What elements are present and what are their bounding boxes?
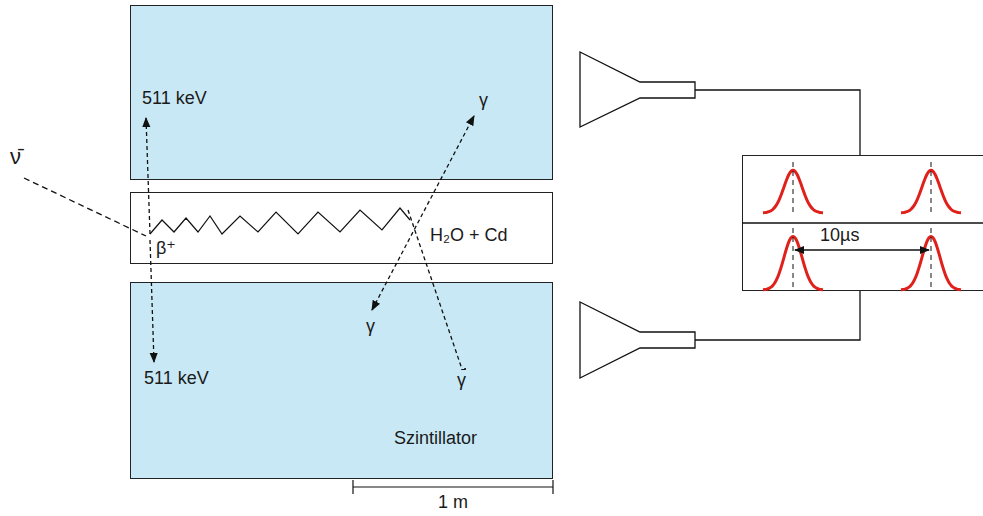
oscilloscope-display: 10µs [742,155,983,291]
scale-bar [353,486,553,487]
node-label: γ [455,370,468,391]
node-label: Szintillator [392,428,479,449]
neutrino-track [24,178,146,236]
pulses [763,162,961,290]
time-arrow [795,249,929,250]
signal-pulse [763,170,823,212]
node-label: β⁺ [154,238,178,259]
photomultiplier [580,52,695,127]
photomultiplier [580,302,695,378]
signal-pulse [901,236,961,289]
scintillator-tank: 511 keV γ [130,5,553,180]
node-label: 511 keV [140,88,209,109]
scale-label: 1 m [436,492,470,513]
time-label: 10µs [818,225,861,246]
signal-pulse [763,236,823,289]
signal-wire [695,90,860,155]
node-label: 511 keV [142,368,211,389]
pulse-centre [931,162,932,213]
pulse-centre [931,228,932,290]
scale-bar [352,480,353,494]
node-label: γ [477,90,490,111]
pulse-centre [793,228,794,290]
trace-divider [742,222,983,223]
node-label: H₂O + Cd [428,225,510,246]
scale-bar [552,480,553,494]
pulse-centre [793,162,794,213]
node-label: γ [364,316,377,337]
scintillator-tank: γ 511 keV γSzintillator [130,282,553,479]
signal-pulse [901,170,961,212]
particle-label: ν̄ [8,144,23,169]
target-tank: β⁺ H₂O + Cd [130,192,553,264]
signal-wire [695,291,860,340]
